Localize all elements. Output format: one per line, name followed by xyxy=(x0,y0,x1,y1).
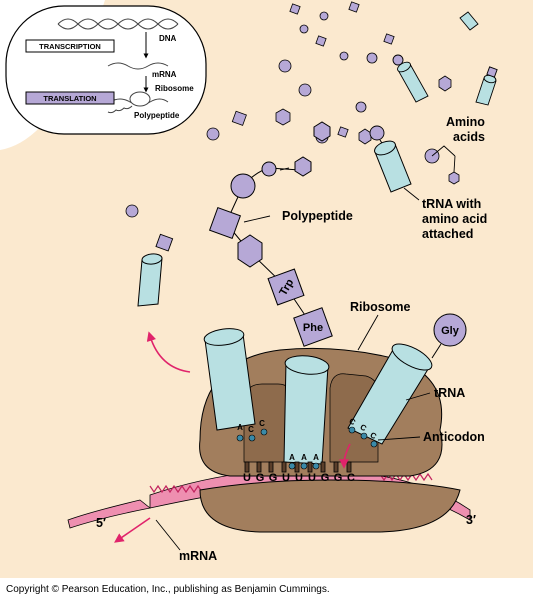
trna-attached-label-line3: attached xyxy=(422,227,473,241)
polypeptide-label: Polypeptide xyxy=(282,209,353,223)
inset-translation-label: TRANSLATION xyxy=(43,94,96,103)
free-amino-acids xyxy=(125,1,460,218)
inset-polypeptide-label: Polypeptide xyxy=(134,111,180,120)
anticodon-base-middle: A xyxy=(289,453,295,462)
five-prime-label: 5′ xyxy=(96,516,106,530)
released-trna xyxy=(137,233,174,307)
p-site-trna xyxy=(283,355,330,465)
codon-base: U xyxy=(243,472,251,484)
trp-label: Trp xyxy=(277,277,296,298)
mrna-label: mRNA xyxy=(179,549,217,563)
gly-label: Gly xyxy=(441,325,460,337)
exiting-trna xyxy=(203,328,256,431)
trna-entry-arrow xyxy=(339,443,351,469)
amino-acids-label-line1: Amino xyxy=(446,115,485,129)
codon-pegs xyxy=(244,461,352,473)
inset-dna-label: DNA xyxy=(159,34,177,43)
amino-acids-label-line2: acids xyxy=(453,130,485,144)
inset-ribosome-label: Ribosome xyxy=(155,84,194,93)
three-prime-label: 3′ xyxy=(466,513,476,527)
anticodon-base-left: C xyxy=(259,419,265,428)
ribosome-label: Ribosome xyxy=(350,300,410,314)
trna-attached-label-line2: amino acid xyxy=(422,212,487,226)
trna-label: tRNA xyxy=(434,386,465,400)
anticodon-bases xyxy=(236,426,378,470)
codon-base: U xyxy=(282,472,290,484)
charged-trna xyxy=(369,125,412,193)
phe-label: Phe xyxy=(303,322,323,334)
anticodon-base-right: C xyxy=(358,422,368,433)
free-trnas xyxy=(392,11,498,106)
leader-lines xyxy=(155,145,456,551)
polypeptide-chain xyxy=(208,121,333,347)
codon-base: G xyxy=(321,472,330,484)
trna-exit-arrow xyxy=(146,331,191,373)
codon-base: C xyxy=(347,472,355,484)
gly-amino-acid xyxy=(433,313,467,347)
overview-inset xyxy=(5,5,207,135)
anticodon-base-left: A xyxy=(237,423,243,432)
anticodon-base-left: C xyxy=(248,425,254,434)
inset-transcription-label: TRANSCRIPTION xyxy=(39,42,101,51)
anticodon-label: Anticodon xyxy=(423,430,485,444)
a-site-trna xyxy=(347,343,433,445)
codon-base: U xyxy=(308,472,316,484)
codon-base: G xyxy=(269,472,278,484)
inset-mrna-label: mRNA xyxy=(152,70,177,79)
codon-base: G xyxy=(256,472,265,484)
copyright-notice: Copyright © Pearson Education, Inc., pub… xyxy=(6,584,330,595)
trna-attached-label-line1: tRNA with xyxy=(422,197,481,211)
anticodon-base-middle: A xyxy=(313,453,319,462)
anticodon-base-right: C xyxy=(347,416,357,427)
anticodon-base-middle: A xyxy=(301,453,307,462)
anticodon-base-right: C xyxy=(368,430,378,441)
mrna-direction-arrow xyxy=(114,517,151,543)
codon-base: U xyxy=(295,472,303,484)
codon-base: G xyxy=(334,472,343,484)
